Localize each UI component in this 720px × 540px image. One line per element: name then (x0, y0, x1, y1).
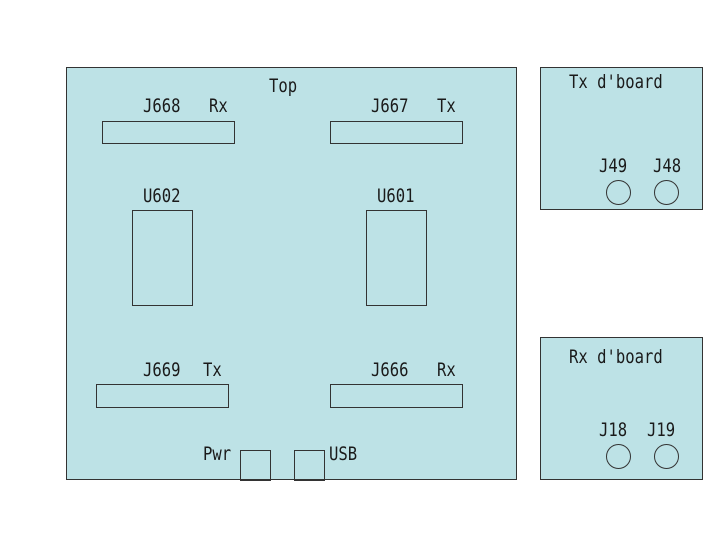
usb-port (294, 450, 325, 481)
connector-j669 (96, 384, 229, 408)
connector-j667 (330, 121, 463, 144)
j18-label: J18 (599, 419, 628, 441)
u601-label: U601 (377, 185, 415, 207)
rx-board-title: Rx d'board (569, 346, 663, 368)
connector-j668 (102, 121, 235, 144)
tx-board-title: Tx d'board (569, 71, 663, 93)
j48-label: J48 (653, 155, 682, 177)
j667-label: J667 (371, 95, 409, 117)
jack-j18 (606, 444, 631, 469)
j669-label: J669 (143, 359, 181, 381)
connector-j666 (330, 384, 463, 408)
j668-label: J668 (143, 95, 181, 117)
power-port (240, 450, 271, 481)
chip-u602 (132, 210, 193, 306)
j667-direction: Tx (437, 95, 456, 117)
chip-u601 (366, 210, 427, 306)
u602-label: U602 (143, 185, 181, 207)
j669-direction: Tx (203, 359, 222, 381)
jack-j48 (654, 180, 679, 205)
main-board-title: Top (269, 75, 298, 97)
pwr-label: Pwr (203, 443, 232, 465)
main-board (66, 67, 517, 480)
usb-label: USB (329, 443, 358, 465)
j49-label: J49 (599, 155, 628, 177)
j666-direction: Rx (437, 359, 456, 381)
j668-direction: Rx (209, 95, 228, 117)
j666-label: J666 (371, 359, 409, 381)
jack-j19 (654, 444, 679, 469)
j19-label: J19 (647, 419, 676, 441)
jack-j49 (606, 180, 631, 205)
